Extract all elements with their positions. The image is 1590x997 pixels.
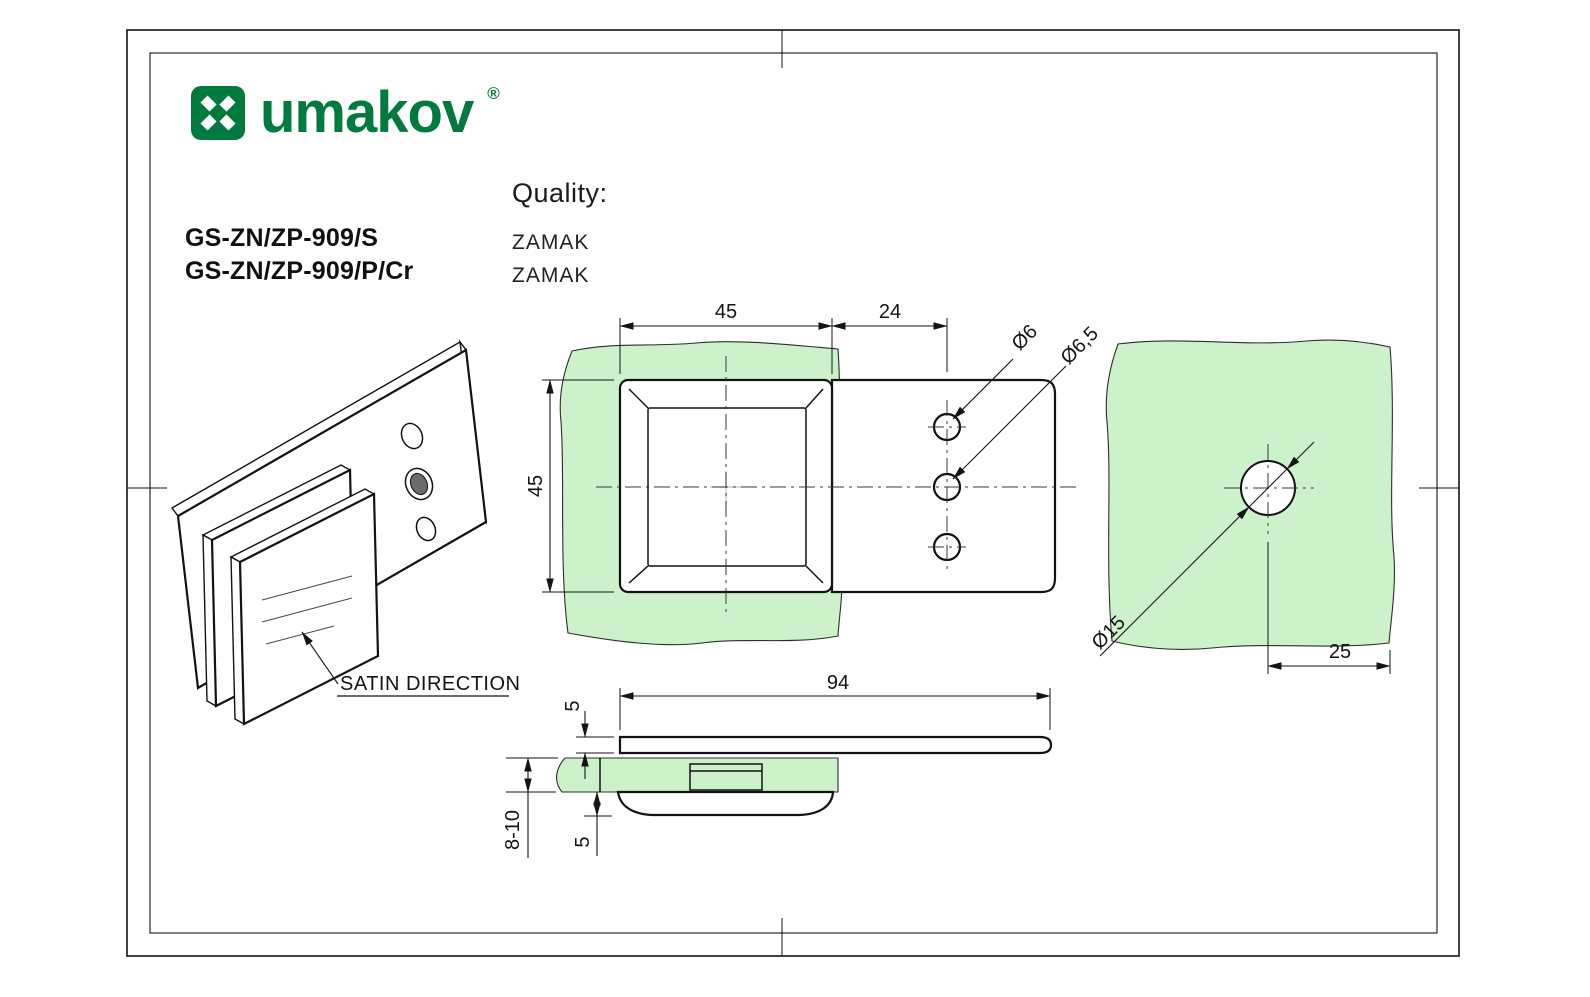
dim-glass-thickness: 8-10	[502, 810, 524, 850]
frame-outer-border	[126, 29, 1460, 957]
section-view: 94 5 8-10 5	[502, 672, 1053, 858]
brand-logo-icon	[191, 86, 245, 140]
dim-front-width: 45	[715, 301, 737, 323]
quality-label: Quality:	[512, 178, 608, 208]
bevel-corner	[628, 565, 649, 584]
cover-plate-bottom-section	[616, 790, 835, 817]
leader-hole-large	[952, 365, 1067, 480]
glass-edge-section	[556, 757, 839, 793]
satin-direction-label: SATIN DIRECTION	[340, 673, 520, 695]
brand-name: umakov	[260, 80, 474, 145]
glass-cutout-view: Ø15 25	[1088, 339, 1395, 674]
front-view: 45 24 45 Ø6 Ø6,5	[525, 301, 1103, 646]
product-quality-2: ZAMAK	[512, 264, 590, 287]
glass-panel-front	[229, 488, 380, 726]
product-codes: GS-ZN/ZP-909/S GS-ZN/ZP-909/P/Cr	[185, 222, 413, 288]
bevel-corner	[628, 388, 649, 409]
isometric-view: SATIN DIRECTION	[170, 339, 520, 726]
front-centerlines	[596, 356, 1078, 616]
leader-hole-small	[952, 358, 1014, 420]
bevel-corner	[805, 565, 824, 584]
dim-hole-large: Ø6,5	[1057, 323, 1103, 369]
product-code-2: GS-ZN/ZP-909/P/Cr	[185, 257, 414, 285]
brand-registered-mark: ®	[487, 84, 500, 103]
satin-line	[261, 575, 353, 601]
frame-inner-border	[149, 52, 1438, 934]
plate-hole-countersunk	[404, 467, 434, 501]
satin-line	[261, 597, 353, 623]
drawing-frame	[126, 29, 1460, 957]
dim-tab-width: 24	[879, 301, 901, 323]
plate-hole-top	[400, 422, 424, 450]
dim-cover-plate-thickness: 5	[572, 836, 594, 847]
dim-front-height: 45	[525, 475, 547, 497]
dim-top-plate-thickness: 5	[562, 700, 584, 711]
cover-plate-top-section	[618, 735, 1053, 755]
dim-total-length: 94	[827, 672, 849, 694]
dim-hole-small: Ø6	[1008, 321, 1042, 355]
bevel-corner	[805, 388, 824, 409]
screw-channel	[689, 763, 763, 791]
product-quality-1: ZAMAK	[512, 231, 590, 254]
product-code-1: GS-ZN/ZP-909/S	[185, 224, 379, 252]
plate-hole-bottom	[415, 516, 437, 542]
satin-leader-line	[301, 631, 339, 685]
satin-line	[265, 625, 335, 645]
dim-hole-edge-offset: 25	[1329, 641, 1351, 663]
product-qualities: ZAMAK ZAMAK	[512, 226, 589, 292]
brand-logo: umakov ®	[190, 84, 500, 142]
